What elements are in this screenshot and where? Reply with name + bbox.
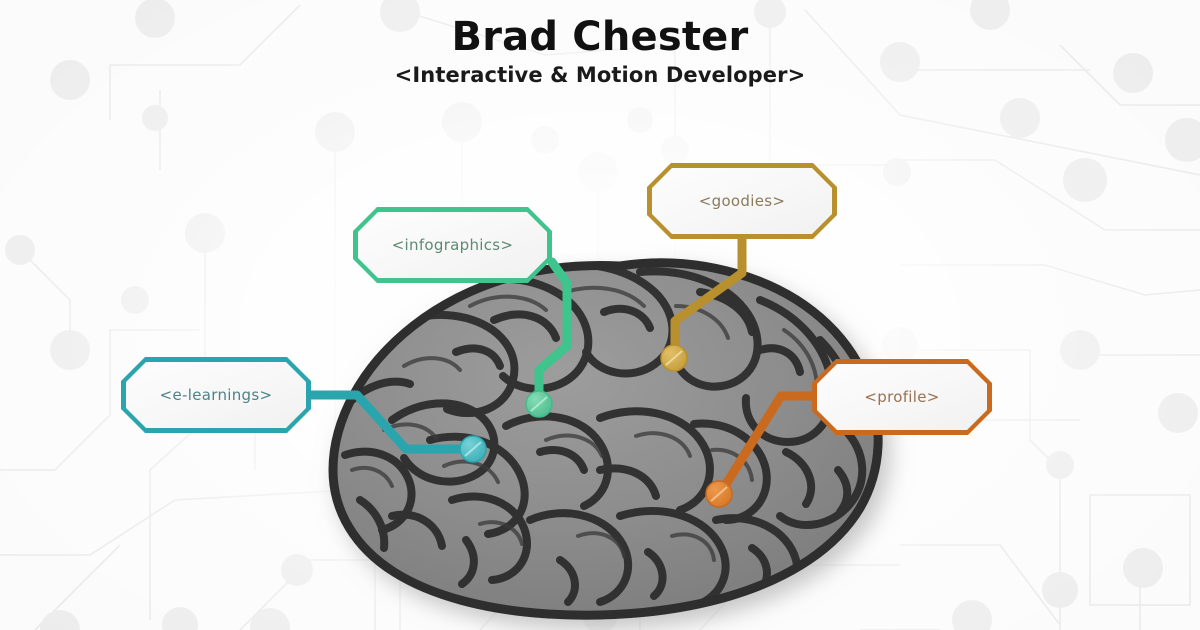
- nav-node-profile-surface: <profile>: [817, 364, 987, 430]
- page-subtitle: <Interactive & Motion Developer>: [394, 63, 806, 88]
- infographics-connector: [525, 257, 572, 418]
- nav-node-profile-label: <profile>: [864, 388, 940, 406]
- nav-node-goodies[interactable]: <goodies>: [647, 163, 837, 239]
- nav-node-infographics-label: <infographics>: [391, 236, 514, 254]
- nav-node-profile[interactable]: <profile>: [812, 359, 992, 435]
- nav-node-e-learnings-surface: <e-learnings>: [126, 362, 306, 428]
- profile-connector: [705, 391, 818, 508]
- page-header: Brad Chester <Interactive & Motion Devel…: [0, 14, 1200, 88]
- nav-node-infographics[interactable]: <infographics>: [353, 207, 552, 283]
- page-title: Brad Chester: [451, 14, 749, 60]
- nav-node-goodies-surface: <goodies>: [652, 168, 832, 234]
- nav-node-e-learnings[interactable]: <e-learnings>: [121, 357, 311, 433]
- nav-node-goodies-label: <goodies>: [698, 192, 786, 210]
- nav-node-infographics-surface: <infographics>: [358, 212, 547, 278]
- goodies-connector: [660, 234, 747, 372]
- e-learnings-connector: [305, 390, 487, 463]
- nav-node-e-learnings-label: <e-learnings>: [159, 386, 273, 404]
